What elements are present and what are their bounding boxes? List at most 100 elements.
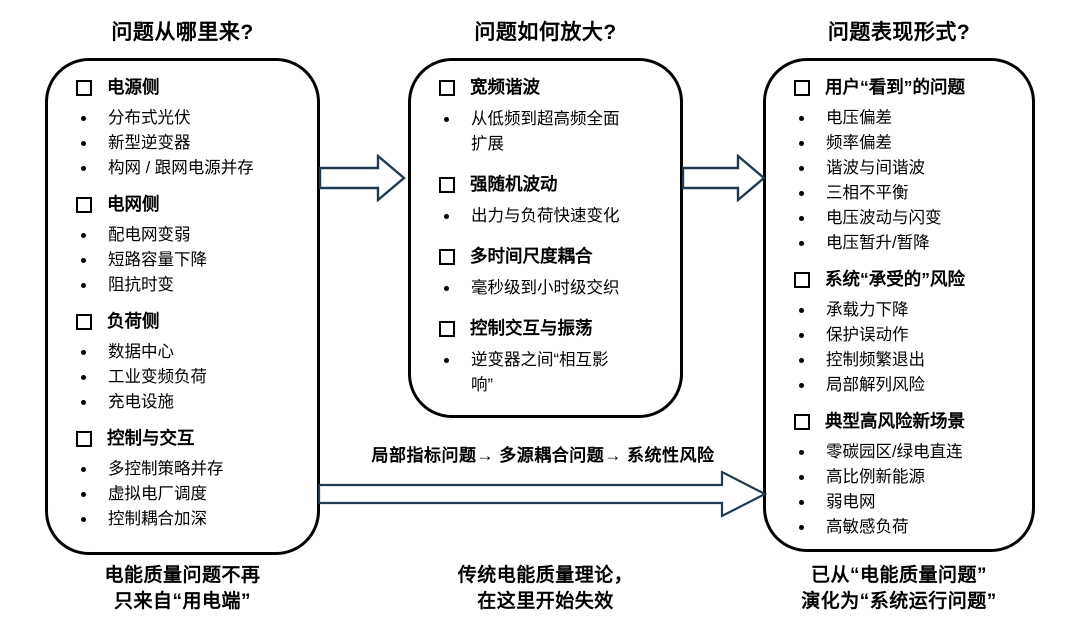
bullet-icon bbox=[799, 333, 804, 338]
list-item-text: 构网 / 跟网电源并存 bbox=[108, 159, 254, 177]
bullet-icon bbox=[799, 500, 804, 505]
list-item: 电压暂升/暂降 bbox=[794, 231, 1022, 256]
bullet-icon bbox=[81, 400, 86, 405]
list-item: 短路容量下降 bbox=[76, 248, 307, 273]
checkbox-icon bbox=[439, 176, 455, 193]
list-item-text: 保护误动作 bbox=[826, 326, 909, 344]
list-item-text: 出力与负荷快速变化 bbox=[471, 207, 620, 225]
section-header: 多时间尺度耦合 bbox=[439, 244, 670, 269]
section-header: 系统“承受的”风险 bbox=[794, 267, 1022, 292]
column-problem-symptoms: 问题表现形式? 用户“看到”的问题电压偏差频率偏差谐波与间谐波三相不平衡电压波动… bbox=[763, 18, 1035, 632]
bullet-icon bbox=[81, 467, 86, 472]
section-title: 负荷侧 bbox=[107, 311, 160, 331]
checkbox-icon bbox=[439, 248, 455, 265]
list-item: 局部解列风险 bbox=[794, 373, 1022, 398]
list-item: 高敏感负荷 bbox=[794, 515, 1022, 540]
checkbox-icon bbox=[439, 320, 455, 337]
list-item-text: 分布式光伏 bbox=[108, 109, 191, 127]
caption-symptoms: 已从“电能质量问题” 演化为“系统运行问题” bbox=[801, 565, 997, 612]
list-item: 逆变器之间“相互影响” bbox=[439, 348, 670, 398]
bullet-icon bbox=[799, 308, 804, 313]
list-item-text: 数据中心 bbox=[108, 343, 174, 361]
list-item-text: 短路容量下降 bbox=[108, 251, 207, 269]
list-item-text: 多控制策略并存 bbox=[108, 460, 224, 478]
list-item: 谐波与间谐波 bbox=[794, 156, 1022, 181]
list-item: 阻抗时变 bbox=[76, 273, 307, 298]
arrow-local-to-systemic-icon bbox=[318, 470, 767, 518]
section-title: 典型高风险新场景 bbox=[825, 411, 965, 431]
section-title: 强随机波动 bbox=[470, 174, 558, 194]
bullet-icon bbox=[799, 525, 804, 530]
list-item: 高比例新能源 bbox=[794, 465, 1022, 490]
checkbox-icon bbox=[76, 196, 92, 213]
list-item-text: 局部解列风险 bbox=[826, 376, 925, 394]
list-item: 承载力下降 bbox=[794, 298, 1022, 323]
list-item-text: 毫秒级到小时级交织 bbox=[471, 279, 620, 297]
bullet-icon bbox=[799, 216, 804, 221]
list-item: 三相不平衡 bbox=[794, 181, 1022, 206]
amplification-box: 宽频谐波从低频到超高频全面扩展强随机波动出力与负荷快速变化多时间尺度耦合毫秒级到… bbox=[408, 58, 683, 418]
checkbox-icon bbox=[794, 79, 810, 96]
list-item: 多控制策略并存 bbox=[76, 457, 307, 482]
section-title: 控制与交互 bbox=[107, 428, 195, 448]
section-title: 控制交互与振荡 bbox=[470, 318, 593, 338]
section-header: 典型高风险新场景 bbox=[794, 409, 1022, 434]
section-header: 控制与交互 bbox=[76, 426, 307, 451]
list-item-text: 电压偏差 bbox=[826, 109, 892, 127]
section-header: 负荷侧 bbox=[76, 309, 307, 334]
list-item-text: 阻抗时变 bbox=[108, 276, 174, 294]
section-title: 系统“承受的”风险 bbox=[825, 269, 965, 289]
list-item-text: 弱电网 bbox=[826, 493, 876, 511]
list-item-text: 逆变器之间“相互影响” bbox=[471, 351, 609, 394]
bullet-icon bbox=[81, 517, 86, 522]
caption-sources: 电能质量问题不再 只来自“用电端” bbox=[104, 565, 261, 612]
list-item: 数据中心 bbox=[76, 340, 307, 365]
section-header: 强随机波动 bbox=[439, 172, 670, 197]
bullet-icon bbox=[444, 358, 449, 363]
list-item-text: 充电设施 bbox=[108, 393, 174, 411]
bullet-icon bbox=[81, 258, 86, 263]
list-item: 构网 / 跟网电源并存 bbox=[76, 156, 307, 181]
list-item: 毫秒级到小时级交织 bbox=[439, 276, 670, 301]
bullet-icon bbox=[799, 475, 804, 480]
flow-escalation-label: 局部指标问题→ 多源耦合问题→ 系统性风险 bbox=[371, 446, 715, 465]
list-item: 电压偏差 bbox=[794, 106, 1022, 131]
bullet-icon bbox=[799, 191, 804, 196]
column-title-amplification: 问题如何放大? bbox=[474, 21, 617, 44]
checkbox-icon bbox=[76, 430, 92, 447]
arrow-amplification-to-symptoms-icon bbox=[682, 154, 766, 202]
list-item-text: 控制耦合加深 bbox=[108, 510, 207, 528]
bullet-icon bbox=[444, 286, 449, 291]
checkbox-icon bbox=[439, 79, 455, 96]
list-item: 控制耦合加深 bbox=[76, 507, 307, 532]
list-item: 控制频繁退出 bbox=[794, 348, 1022, 373]
list-item: 虚拟电厂调度 bbox=[76, 482, 307, 507]
list-item-text: 谐波与间谐波 bbox=[826, 159, 925, 177]
list-item: 出力与负荷快速变化 bbox=[439, 204, 670, 229]
list-item-text: 高敏感负荷 bbox=[826, 518, 909, 536]
list-item: 分布式光伏 bbox=[76, 106, 307, 131]
bullet-icon bbox=[799, 450, 804, 455]
bullet-icon bbox=[81, 492, 86, 497]
list-item: 频率偏差 bbox=[794, 131, 1022, 156]
section-title: 用户“看到”的问题 bbox=[825, 77, 965, 97]
section-title: 宽频谐波 bbox=[470, 77, 540, 97]
bullet-icon bbox=[81, 116, 86, 121]
bullet-icon bbox=[799, 383, 804, 388]
bullet-icon bbox=[799, 358, 804, 363]
column-problem-sources: 问题从哪里来? 电源侧分布式光伏新型逆变器构网 / 跟网电源并存电网侧配电网变弱… bbox=[45, 18, 320, 632]
bullet-icon bbox=[81, 375, 86, 380]
list-item-text: 控制频繁退出 bbox=[826, 351, 925, 369]
bullet-icon bbox=[81, 166, 86, 171]
list-item-text: 虚拟电厂调度 bbox=[108, 485, 207, 503]
bullet-icon bbox=[81, 233, 86, 238]
caption-amplification: 传统电能质量理论， 在这里开始失效 bbox=[457, 565, 634, 612]
bullet-icon bbox=[799, 141, 804, 146]
list-item: 工业变频负荷 bbox=[76, 365, 307, 390]
section-title: 电网侧 bbox=[107, 194, 160, 214]
bullet-icon bbox=[799, 166, 804, 171]
section-header: 电源侧 bbox=[76, 75, 307, 100]
list-item-text: 频率偏差 bbox=[826, 134, 892, 152]
list-item-text: 工业变频负荷 bbox=[108, 368, 207, 386]
